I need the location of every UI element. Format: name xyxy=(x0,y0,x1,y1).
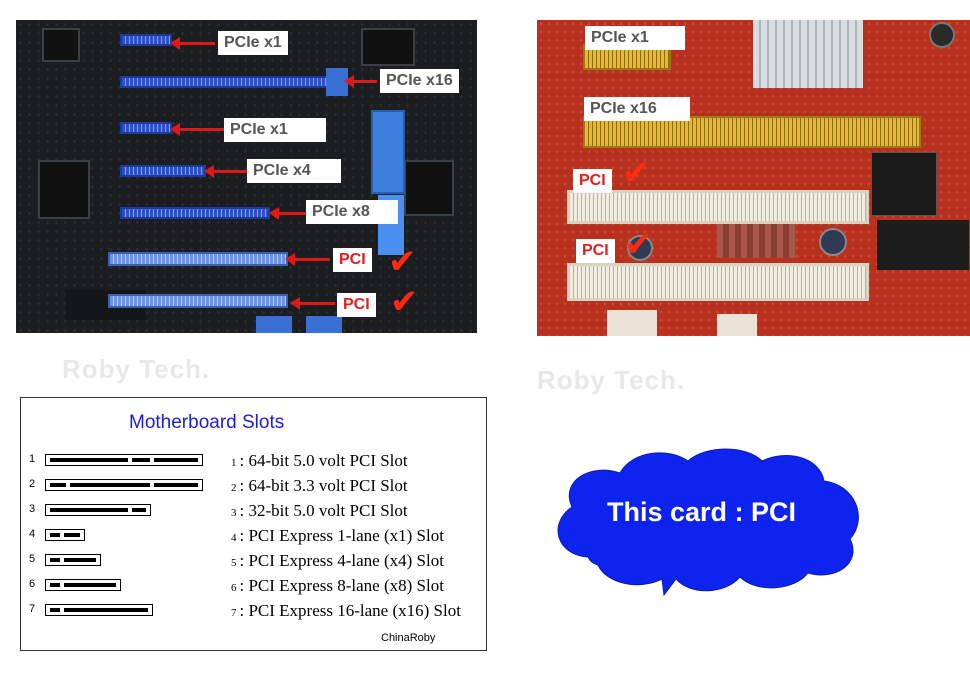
arrow-pointer xyxy=(344,75,377,88)
legend-footer: ChinaRoby xyxy=(381,632,436,644)
row-number: 7 xyxy=(29,603,36,615)
label-pci: PCI xyxy=(337,293,376,317)
row-number: 5 xyxy=(29,553,36,565)
legend-row: 4 4: PCI Express 1-lane (x1) Slot xyxy=(21,526,486,546)
legend-description: 4: PCI Express 1-lane (x1) Slot xyxy=(231,526,444,545)
arrow-pointer xyxy=(170,123,224,136)
label-pci: PCI xyxy=(333,248,372,272)
legend-row: 7 7: PCI Express 16-lane (x16) Slot xyxy=(21,601,486,621)
chip xyxy=(42,28,80,62)
pci-slot xyxy=(108,252,288,266)
legend-description: 5: PCI Express 4-lane (x4) Slot xyxy=(231,551,444,570)
slot-latch xyxy=(326,68,348,96)
label-pcie-x16: PCIe x16 xyxy=(584,97,690,121)
chip xyxy=(361,28,415,66)
arrow-pointer xyxy=(170,37,215,50)
chip xyxy=(38,160,90,219)
label-pci: PCI xyxy=(576,239,615,263)
checkmark-icon: ✔ xyxy=(390,283,419,321)
watermark: Roby Tech. xyxy=(537,365,686,395)
row-number: 3 xyxy=(29,503,36,515)
legend-row: 2 2: 64-bit 3.3 volt PCI Slot xyxy=(21,476,486,496)
pcie-x1-slot xyxy=(120,34,172,46)
checkmark-icon: ✔ xyxy=(388,243,417,281)
slot-diagram xyxy=(45,479,203,491)
chipset-area xyxy=(877,220,969,270)
label-pcie-x8: PCIe x8 xyxy=(306,200,398,224)
label-pci: PCI xyxy=(573,169,612,193)
label-pcie-x4: PCIe x4 xyxy=(247,159,341,183)
pcie-x8-slot xyxy=(120,207,270,219)
legend-row: 5 5: PCI Express 4-lane (x4) Slot xyxy=(21,551,486,571)
pcie-x4-slot xyxy=(120,165,206,177)
pci-slot xyxy=(108,294,288,308)
legend-title: Motherboard Slots xyxy=(129,412,285,433)
slot-diagram xyxy=(45,504,151,516)
slot-diagram xyxy=(45,529,85,541)
legend-description: 2: 64-bit 3.3 volt PCI Slot xyxy=(231,476,408,495)
capacitor xyxy=(627,235,653,261)
chip xyxy=(404,160,454,216)
legend-description: 7: PCI Express 16-lane (x16) Slot xyxy=(231,601,461,620)
arrow-pointer xyxy=(204,165,247,178)
cloud-shape xyxy=(557,448,859,597)
pci-slot xyxy=(567,263,869,301)
legend-panel: Motherboard Slots 1 1: 64-bit 5.0 volt P… xyxy=(20,397,487,651)
arrow-pointer xyxy=(269,207,306,220)
legend-row: 6 6: PCI Express 8-lane (x8) Slot xyxy=(21,576,486,596)
pcie-x16-slot xyxy=(120,76,344,88)
row-number: 4 xyxy=(29,528,36,540)
connector xyxy=(717,314,757,336)
usb-header xyxy=(256,316,292,333)
heatsink xyxy=(753,20,863,88)
cloud-caption: This card : PCI xyxy=(607,497,797,527)
label-pcie-x1: PCIe x1 xyxy=(585,26,685,50)
checkmark-icon: ✔ xyxy=(624,226,653,264)
row-number: 2 xyxy=(29,478,36,490)
slot-diagram xyxy=(45,604,153,616)
slot-diagram xyxy=(45,554,101,566)
pcie-x16-slot xyxy=(583,116,921,148)
label-pcie-x16: PCIe x16 xyxy=(380,69,459,93)
motherboard-photo-right xyxy=(537,20,970,336)
slot-diagram xyxy=(45,454,203,466)
checkmark-icon: ✔ xyxy=(622,154,651,192)
legend-description: 1: 64-bit 5.0 volt PCI Slot xyxy=(231,451,408,470)
usb-header xyxy=(306,316,342,333)
legend-description: 6: PCI Express 8-lane (x8) Slot xyxy=(231,576,444,595)
legend-description: 3: 32-bit 5.0 volt PCI Slot xyxy=(231,501,408,520)
bios-chip xyxy=(871,152,937,216)
legend-row: 3 3: 32-bit 5.0 volt PCI Slot xyxy=(21,501,486,521)
slot-diagram xyxy=(45,579,121,591)
blurred-region xyxy=(717,224,795,258)
watermark: Roby Tech. xyxy=(62,354,211,384)
pcie-x1-slot xyxy=(120,122,172,134)
arrow-pointer xyxy=(290,297,335,310)
legend-row: 1 1: 64-bit 5.0 volt PCI Slot xyxy=(21,451,486,471)
row-number: 1 xyxy=(29,453,36,465)
blue-connector xyxy=(371,110,405,194)
pci-slot xyxy=(567,190,869,224)
connector xyxy=(607,310,657,336)
label-pcie-x1: PCIe x1 xyxy=(224,118,326,142)
label-pcie-x1: PCIe x1 xyxy=(218,31,288,55)
arrow-pointer xyxy=(285,253,330,266)
row-number: 6 xyxy=(29,578,36,590)
capacitor xyxy=(819,228,847,256)
capacitor xyxy=(929,22,955,48)
